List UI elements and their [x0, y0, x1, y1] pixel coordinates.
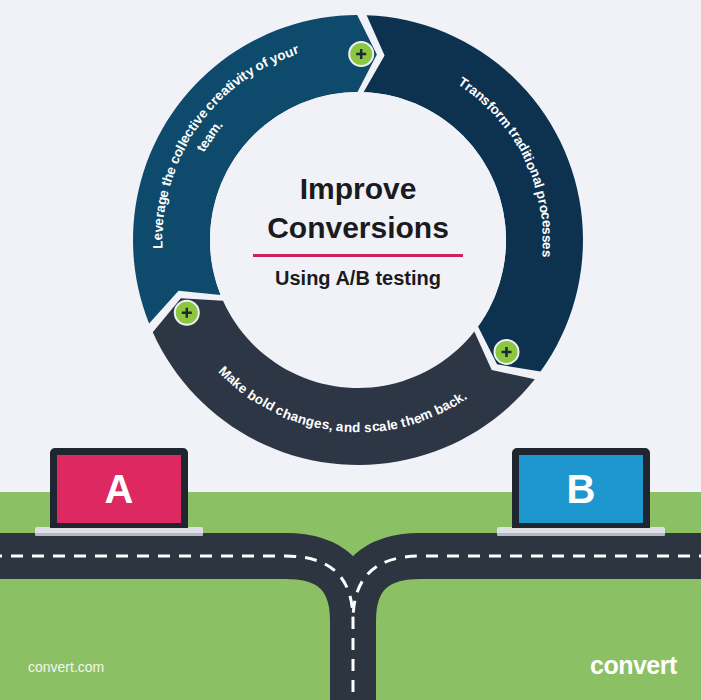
text-glyph: s: [364, 421, 372, 435]
plus-marker: [495, 340, 519, 364]
text-glyph: s: [540, 235, 554, 243]
text-glyph: s: [540, 227, 554, 235]
cycle-segment: Make bold changes, and scale them back.: [150, 296, 537, 467]
plus-circle: [495, 340, 519, 364]
text-glyph: e: [539, 219, 553, 228]
plus-marker: [175, 301, 199, 325]
plus-circle: [349, 42, 373, 66]
plus-circle: [175, 301, 199, 325]
segment-shape: [150, 296, 537, 467]
plus-sign: [356, 49, 366, 59]
text-glyph: s: [539, 249, 553, 257]
plus-sign: [502, 347, 512, 357]
plus-marker: [349, 42, 373, 66]
text-glyph: n: [344, 421, 353, 435]
text-glyph: v: [151, 225, 165, 233]
text-glyph: L: [151, 240, 165, 249]
variant-letter: B: [567, 469, 596, 509]
center-heading: Improve Conversions: [253, 169, 463, 257]
brand-logo: convert: [590, 651, 677, 680]
center-subheading: Using A/B testing: [275, 266, 441, 290]
road-dashes: [0, 556, 353, 700]
laptop-screen: B: [512, 448, 650, 528]
laptop-screen: A: [50, 448, 188, 528]
laptop-base: [35, 527, 203, 535]
segment-band: [153, 298, 535, 465]
laptop-base-edge: [497, 533, 665, 536]
text-glyph: e: [540, 242, 554, 250]
plus-sign: [182, 308, 192, 318]
center-circle: Improve ConversionsUsing A/B testing: [210, 92, 506, 388]
text-glyph: e: [151, 233, 165, 241]
variant-letter: A: [105, 469, 134, 509]
laptop-base-edge: [35, 533, 203, 536]
road-left: [0, 556, 353, 700]
road-right: [353, 556, 701, 700]
text-glyph: e: [152, 217, 166, 226]
text-glyph: d: [352, 421, 360, 435]
road-dashes: [353, 556, 701, 621]
site-url: convert.com: [28, 659, 104, 675]
laptop-base: [497, 527, 665, 535]
